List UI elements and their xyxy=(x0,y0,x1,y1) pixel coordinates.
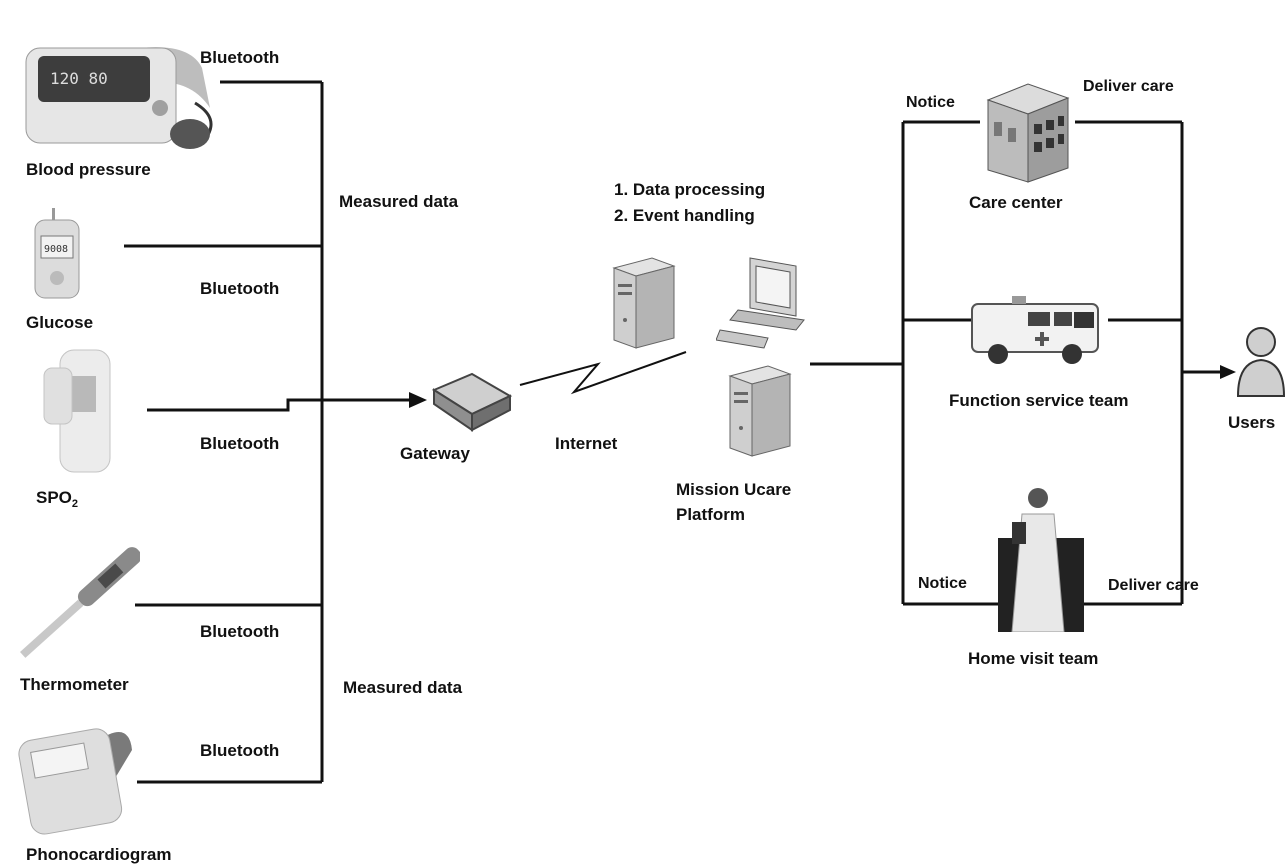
platform-label-line2: Platform xyxy=(676,505,745,524)
gateway-router-icon xyxy=(431,372,513,432)
bluetooth-label-5: Bluetooth xyxy=(200,741,280,760)
phonocardiogram-device-icon xyxy=(18,728,132,835)
spo2-text: SPO xyxy=(36,488,72,507)
bluetooth-label-3: Bluetooth xyxy=(200,434,280,453)
phonocardiogram-label: Phonocardiogram xyxy=(26,845,172,864)
user-icon xyxy=(1236,327,1286,397)
notice-label-top: Notice xyxy=(906,94,955,111)
computer-icon xyxy=(716,257,805,349)
blood-pressure-monitor-icon: 120 80 xyxy=(25,47,213,149)
thermometer-label: Thermometer xyxy=(20,675,129,694)
bluetooth-label-4: Bluetooth xyxy=(200,622,280,641)
pulse-oximeter-icon xyxy=(43,349,111,473)
users-label: Users xyxy=(1228,413,1276,432)
internet-zigzag xyxy=(519,351,687,395)
home-visit-team-label: Home visit team xyxy=(968,649,1099,668)
ambulance-icon xyxy=(971,296,1099,364)
bluetooth-label-1: Bluetooth xyxy=(200,48,280,67)
measured-data-label-top: Measured data xyxy=(339,192,459,211)
internet-label: Internet xyxy=(555,434,618,453)
function-service-team-label: Function service team xyxy=(949,391,1129,410)
deliver-care-label-top: Deliver care xyxy=(1083,78,1174,95)
server-icon xyxy=(728,365,792,457)
deliver-care-label-bottom: Deliver care xyxy=(1108,577,1199,594)
blood-pressure-label: Blood pressure xyxy=(26,160,151,179)
gateway-label: Gateway xyxy=(400,444,470,463)
measured-data-label-bottom: Measured data xyxy=(343,678,463,697)
bluetooth-label-2: Bluetooth xyxy=(200,279,280,298)
spo2-link xyxy=(147,398,322,412)
glucose-meter-icon: 9008 xyxy=(34,208,80,299)
svg-text:9008: 9008 xyxy=(44,244,68,255)
server-icon xyxy=(612,257,676,349)
notice-label-bottom: Notice xyxy=(918,575,967,592)
event-handling-label: 2. Event handling xyxy=(614,206,755,225)
thermometer-icon xyxy=(20,547,140,658)
gateway-arrowhead xyxy=(409,392,427,408)
hospital-building-icon xyxy=(986,83,1070,183)
doctor-icon xyxy=(998,484,1084,632)
spo2-label: SPO2 xyxy=(36,488,78,510)
users-arrowhead xyxy=(1220,365,1236,379)
glucose-label: Glucose xyxy=(26,313,94,332)
svg-text:120 80: 120 80 xyxy=(50,69,108,88)
data-processing-label: 1. Data processing xyxy=(614,180,766,199)
spo2-subscript: 2 xyxy=(71,498,79,510)
platform-label-line1: Mission Ucare xyxy=(676,480,792,499)
care-center-label: Care center xyxy=(969,193,1063,212)
